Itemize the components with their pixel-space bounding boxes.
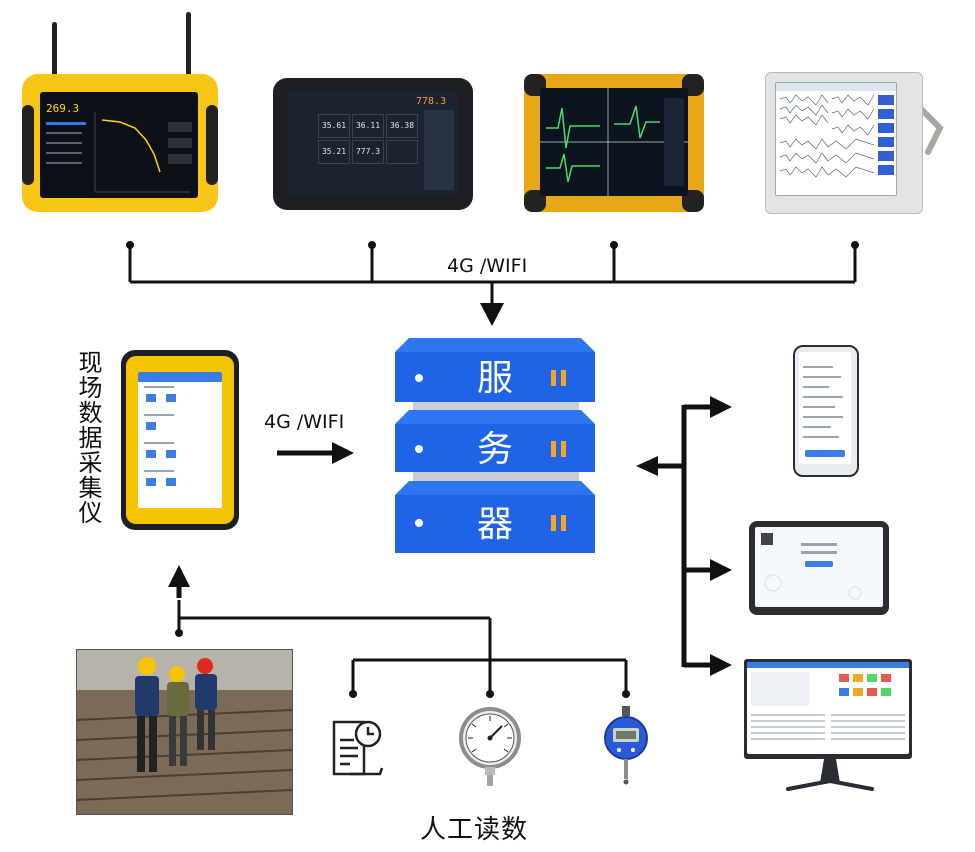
- tablet-screen: [755, 527, 883, 607]
- device-4-screen: [775, 82, 897, 196]
- top-bus: [128, 245, 857, 304]
- monitor-stand: [786, 759, 874, 791]
- arrow-down-to-server: [480, 303, 504, 326]
- manual-reading-label: 人工读数: [420, 815, 529, 845]
- server-char-1: 服: [476, 358, 513, 399]
- phone-screen: [799, 352, 851, 464]
- top-link-label: 4G /WIFI: [447, 255, 528, 277]
- monitor-screen: [747, 662, 909, 754]
- arrow-to-monitor: [710, 654, 732, 676]
- arrow-up-to-collector: [168, 565, 190, 587]
- antenna-right: [186, 12, 191, 84]
- pressure-gauge-icon: [459, 707, 521, 786]
- device-2-screen: 778.3 35.61 36.11 36.38 35.21 777.3: [288, 90, 458, 196]
- top-bus-dots: [126, 241, 859, 249]
- document-clock-icon: [332, 720, 384, 776]
- arrow-collector-to-server: [332, 442, 354, 464]
- middle-link-label: 4G /WIFI: [264, 411, 345, 433]
- bottom-bus: [177, 600, 628, 694]
- collector-label: 现场数据采集仪: [74, 350, 102, 525]
- bottom-bus-dots: [175, 629, 630, 698]
- arrow-into-server-from-right: [636, 456, 658, 476]
- device-3-screen: [540, 88, 688, 196]
- antenna-left: [52, 22, 57, 84]
- arrow-to-tablet: [710, 559, 732, 581]
- dial-indicator-icon: [604, 706, 648, 785]
- server-char-3: 器: [476, 504, 513, 545]
- arrow-to-phone: [710, 396, 732, 418]
- collector-screen: [138, 372, 222, 508]
- site-workers-photo: [76, 649, 293, 815]
- server-char-2: 务: [476, 429, 513, 470]
- device-1-screen: 269.3: [40, 92, 198, 198]
